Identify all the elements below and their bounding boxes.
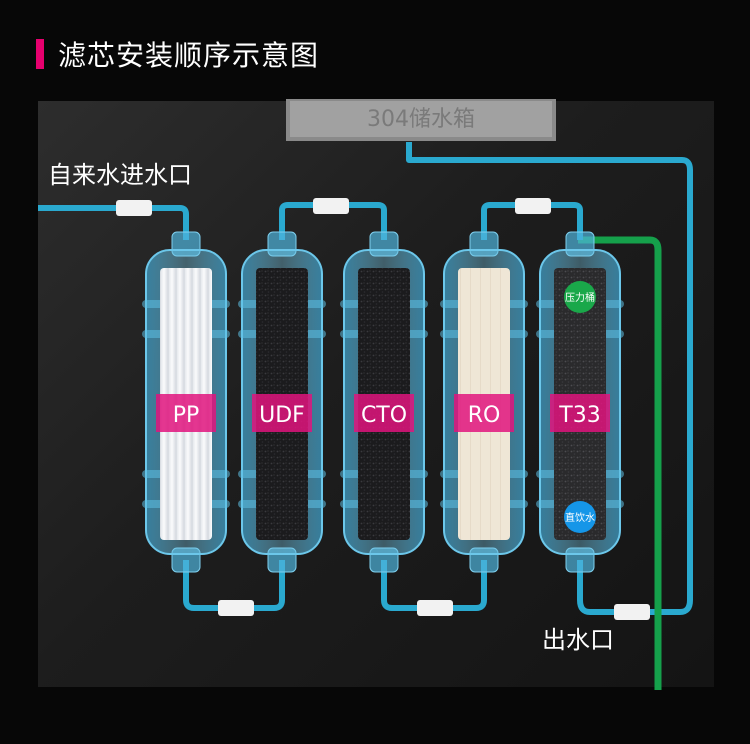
outlet-connector: [614, 604, 650, 620]
storage-tank-label: 304储水箱: [367, 107, 475, 132]
filter-cto: CTO: [340, 232, 428, 572]
pressure-tank-badge: 压力桶: [564, 281, 596, 313]
filter-label-cto: CTO: [361, 403, 407, 428]
filter-ro: RO: [440, 232, 528, 572]
filter-udf: UDF: [238, 232, 326, 572]
inlet-label: 自来水进水口: [48, 161, 192, 189]
filter-label-t33: T33: [558, 403, 600, 428]
filter-label-pp: PP: [173, 403, 200, 428]
inlet-connector: [116, 200, 152, 216]
drinking-water-badge: 直饮水: [564, 501, 596, 533]
top-connector-ro-t33: [515, 198, 551, 214]
filter-pp: PP: [142, 232, 230, 572]
bottom-connector-cto-ro: [417, 600, 453, 616]
drinking-water-badge-label: 直饮水: [565, 511, 595, 524]
filter-label-ro: RO: [468, 403, 501, 428]
top-connector-udf-cto: [313, 198, 349, 214]
bottom-connector-pp-udf: [218, 600, 254, 616]
pressure-tank-badge-label: 压力桶: [565, 291, 595, 304]
filter-label-udf: UDF: [259, 403, 305, 428]
inlet-tube: [38, 208, 186, 240]
outlet-label: 出水口: [542, 626, 614, 654]
storage-tank: 304储水箱: [286, 99, 556, 141]
